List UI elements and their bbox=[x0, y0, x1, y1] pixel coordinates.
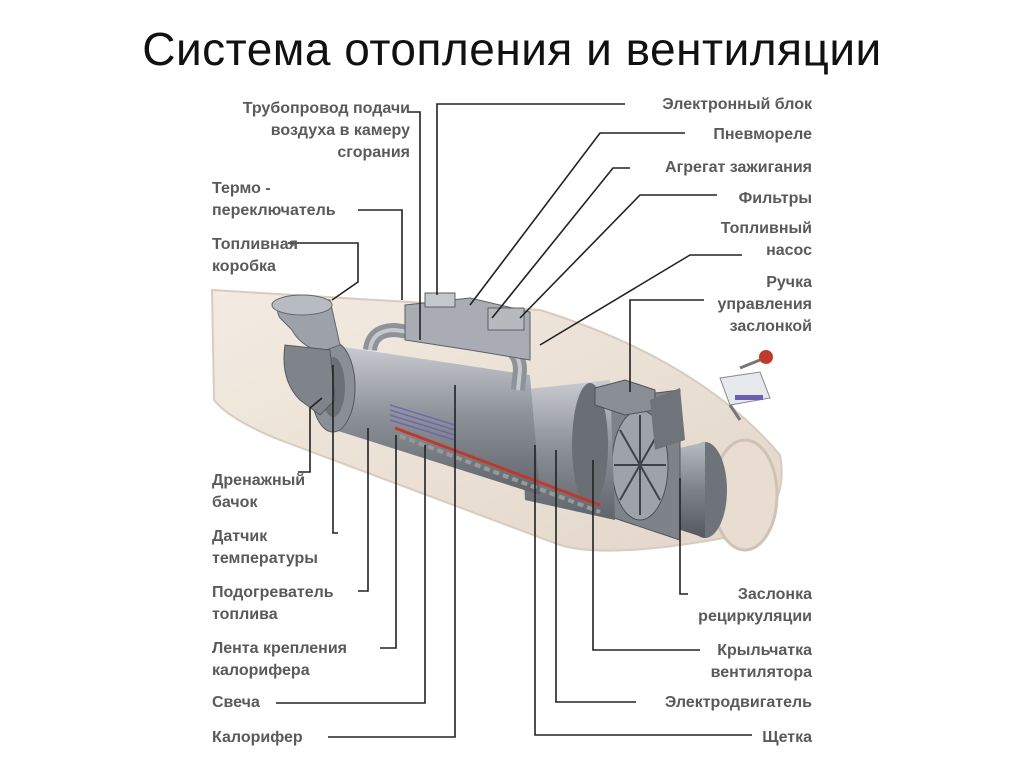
damper-handle bbox=[719, 350, 773, 421]
calorifer-body bbox=[330, 345, 540, 495]
label-electronic-unit: Электронный блок bbox=[662, 96, 812, 113]
label-ignition-unit: Агрегат зажигания bbox=[665, 159, 812, 176]
page-title: Система отопления и вентиляции bbox=[142, 23, 882, 75]
label-filters: Фильтры bbox=[738, 190, 812, 207]
label-calorifer: Калорифер bbox=[212, 729, 303, 746]
label-plug: Свеча bbox=[212, 694, 260, 711]
label-thermo-switch: Термо -переключатель bbox=[212, 180, 336, 219]
label-brush: Щетка bbox=[762, 729, 812, 746]
label-pneumo-relay: Пневмореле bbox=[713, 126, 812, 143]
label-motor: Электродвигатель bbox=[664, 694, 812, 711]
